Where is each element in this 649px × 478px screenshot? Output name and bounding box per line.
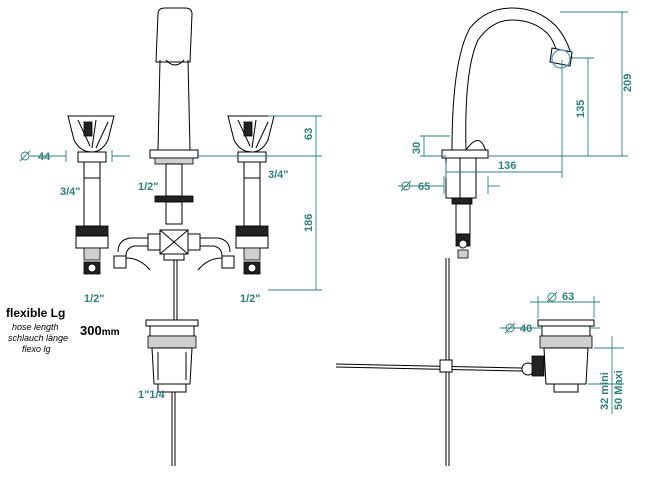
svg-text:186: 186 — [303, 214, 315, 232]
mixing-body — [113, 229, 235, 271]
dim-diameter-40: 40 — [500, 322, 600, 335]
svg-text:300mm: 300mm — [80, 323, 120, 338]
hose-thread-right: 1/2" — [240, 293, 261, 305]
svg-text:63: 63 — [562, 291, 574, 303]
svg-text:flexo lg: flexo lg — [22, 344, 51, 354]
svg-text:schlauch länge: schlauch länge — [8, 333, 68, 343]
pop-up-waste — [145, 319, 199, 466]
svg-text:44: 44 — [38, 151, 51, 163]
hose-thread-left: 1/2" — [84, 293, 105, 305]
dim-min-max: 32 mini 50 Maxi — [588, 336, 625, 414]
spout — [149, 7, 199, 225]
hose-note: flexible Lg hose length schlauch länge f… — [6, 306, 120, 354]
gooseneck-spout — [451, 7, 573, 153]
svg-text:40: 40 — [520, 323, 532, 335]
side-view: 209 135 30 136 65 — [335, 7, 634, 466]
svg-text:209: 209 — [622, 74, 634, 92]
dim-63-186: 63 186 — [198, 115, 322, 291]
svg-text:30: 30 — [411, 142, 423, 154]
dim-diameter-63: 63 — [530, 291, 600, 318]
thread-label-left: 3/4" — [60, 186, 81, 198]
dim-209-135: 209 135 — [488, 11, 634, 157]
waste-thread-label: 1"1/4 — [138, 389, 166, 401]
valve-left — [67, 115, 115, 275]
front-view: 44 63 186 3/4" 3/4" 1/2" 1/2" 1/2" 1"1/4… — [6, 7, 322, 466]
dim-30: 30 — [411, 135, 450, 157]
side-waste — [531, 319, 595, 393]
svg-text:65: 65 — [418, 181, 430, 193]
thread-label-right: 3/4" — [268, 169, 289, 181]
spout-thread-label: 1/2" — [138, 181, 159, 193]
dim-diameter-44: 44 — [19, 150, 130, 163]
svg-text:hose length: hose length — [12, 322, 59, 332]
svg-text:135: 135 — [575, 100, 587, 118]
svg-text:50 Maxi: 50 Maxi — [613, 370, 625, 410]
pop-up-rod — [335, 359, 535, 376]
dim-diameter-65: 65 — [398, 176, 500, 194]
svg-text:63: 63 — [303, 128, 315, 140]
svg-text:32 mini: 32 mini — [599, 372, 611, 410]
svg-text:flexible Lg: flexible Lg — [6, 306, 65, 320]
valve-right — [227, 115, 275, 275]
dim-136: 136 — [445, 60, 563, 178]
side-body — [441, 149, 489, 466]
svg-text:136: 136 — [498, 160, 516, 172]
